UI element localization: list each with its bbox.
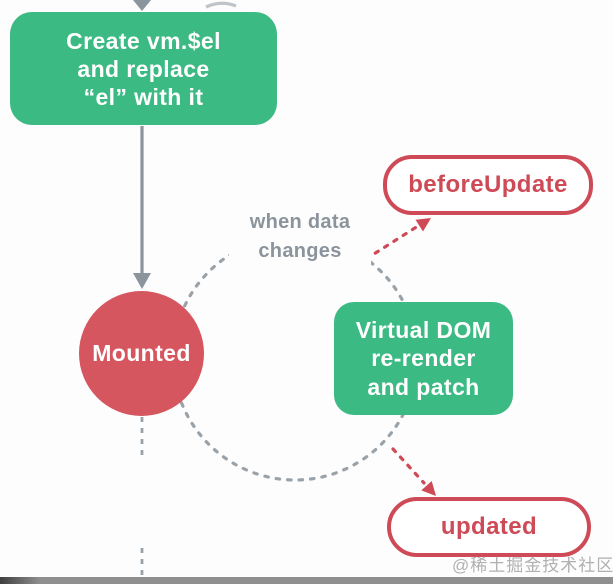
virtual-dom-line1: Virtual DOM [355, 316, 492, 343]
mounted-label: Mounted [92, 340, 191, 366]
virtual-dom-node: Virtual DOM re-render and patch [334, 302, 513, 415]
updated-dashed-line [391, 447, 426, 485]
create-el-line2: and replace [77, 55, 210, 82]
updated-node: updated [387, 497, 591, 557]
when-data-changes-line2: changes [258, 240, 342, 262]
cropped-arc-remnant [205, 1, 237, 9]
create-el-line3: “el” with it [83, 83, 204, 110]
create-el-node: Create vm.$el and replace “el” with it [10, 12, 277, 125]
virtual-dom-line2: re-render [371, 345, 476, 372]
updated-arrowhead-icon [421, 481, 436, 496]
when-data-changes-label: when data changes [229, 206, 371, 268]
watermark: @稀土掘金技术社区 [452, 556, 613, 575]
before-update-arrowhead-icon [415, 218, 431, 232]
mounted-node: Mounted [79, 291, 204, 416]
when-data-changes-line1: when data [249, 211, 351, 233]
create-el-line1: Create vm.$el [66, 27, 221, 54]
top-flow-arrowhead-icon [133, 0, 151, 11]
before-update-label: beforeUpdate [408, 171, 568, 198]
virtual-dom-line3: and patch [367, 373, 480, 400]
before-update-dashed-line [364, 224, 420, 261]
updated-label: updated [440, 513, 538, 540]
bottom-bar [0, 577, 613, 584]
before-update-node: beforeUpdate [383, 155, 593, 215]
flow-arrowhead-icon [133, 273, 151, 289]
